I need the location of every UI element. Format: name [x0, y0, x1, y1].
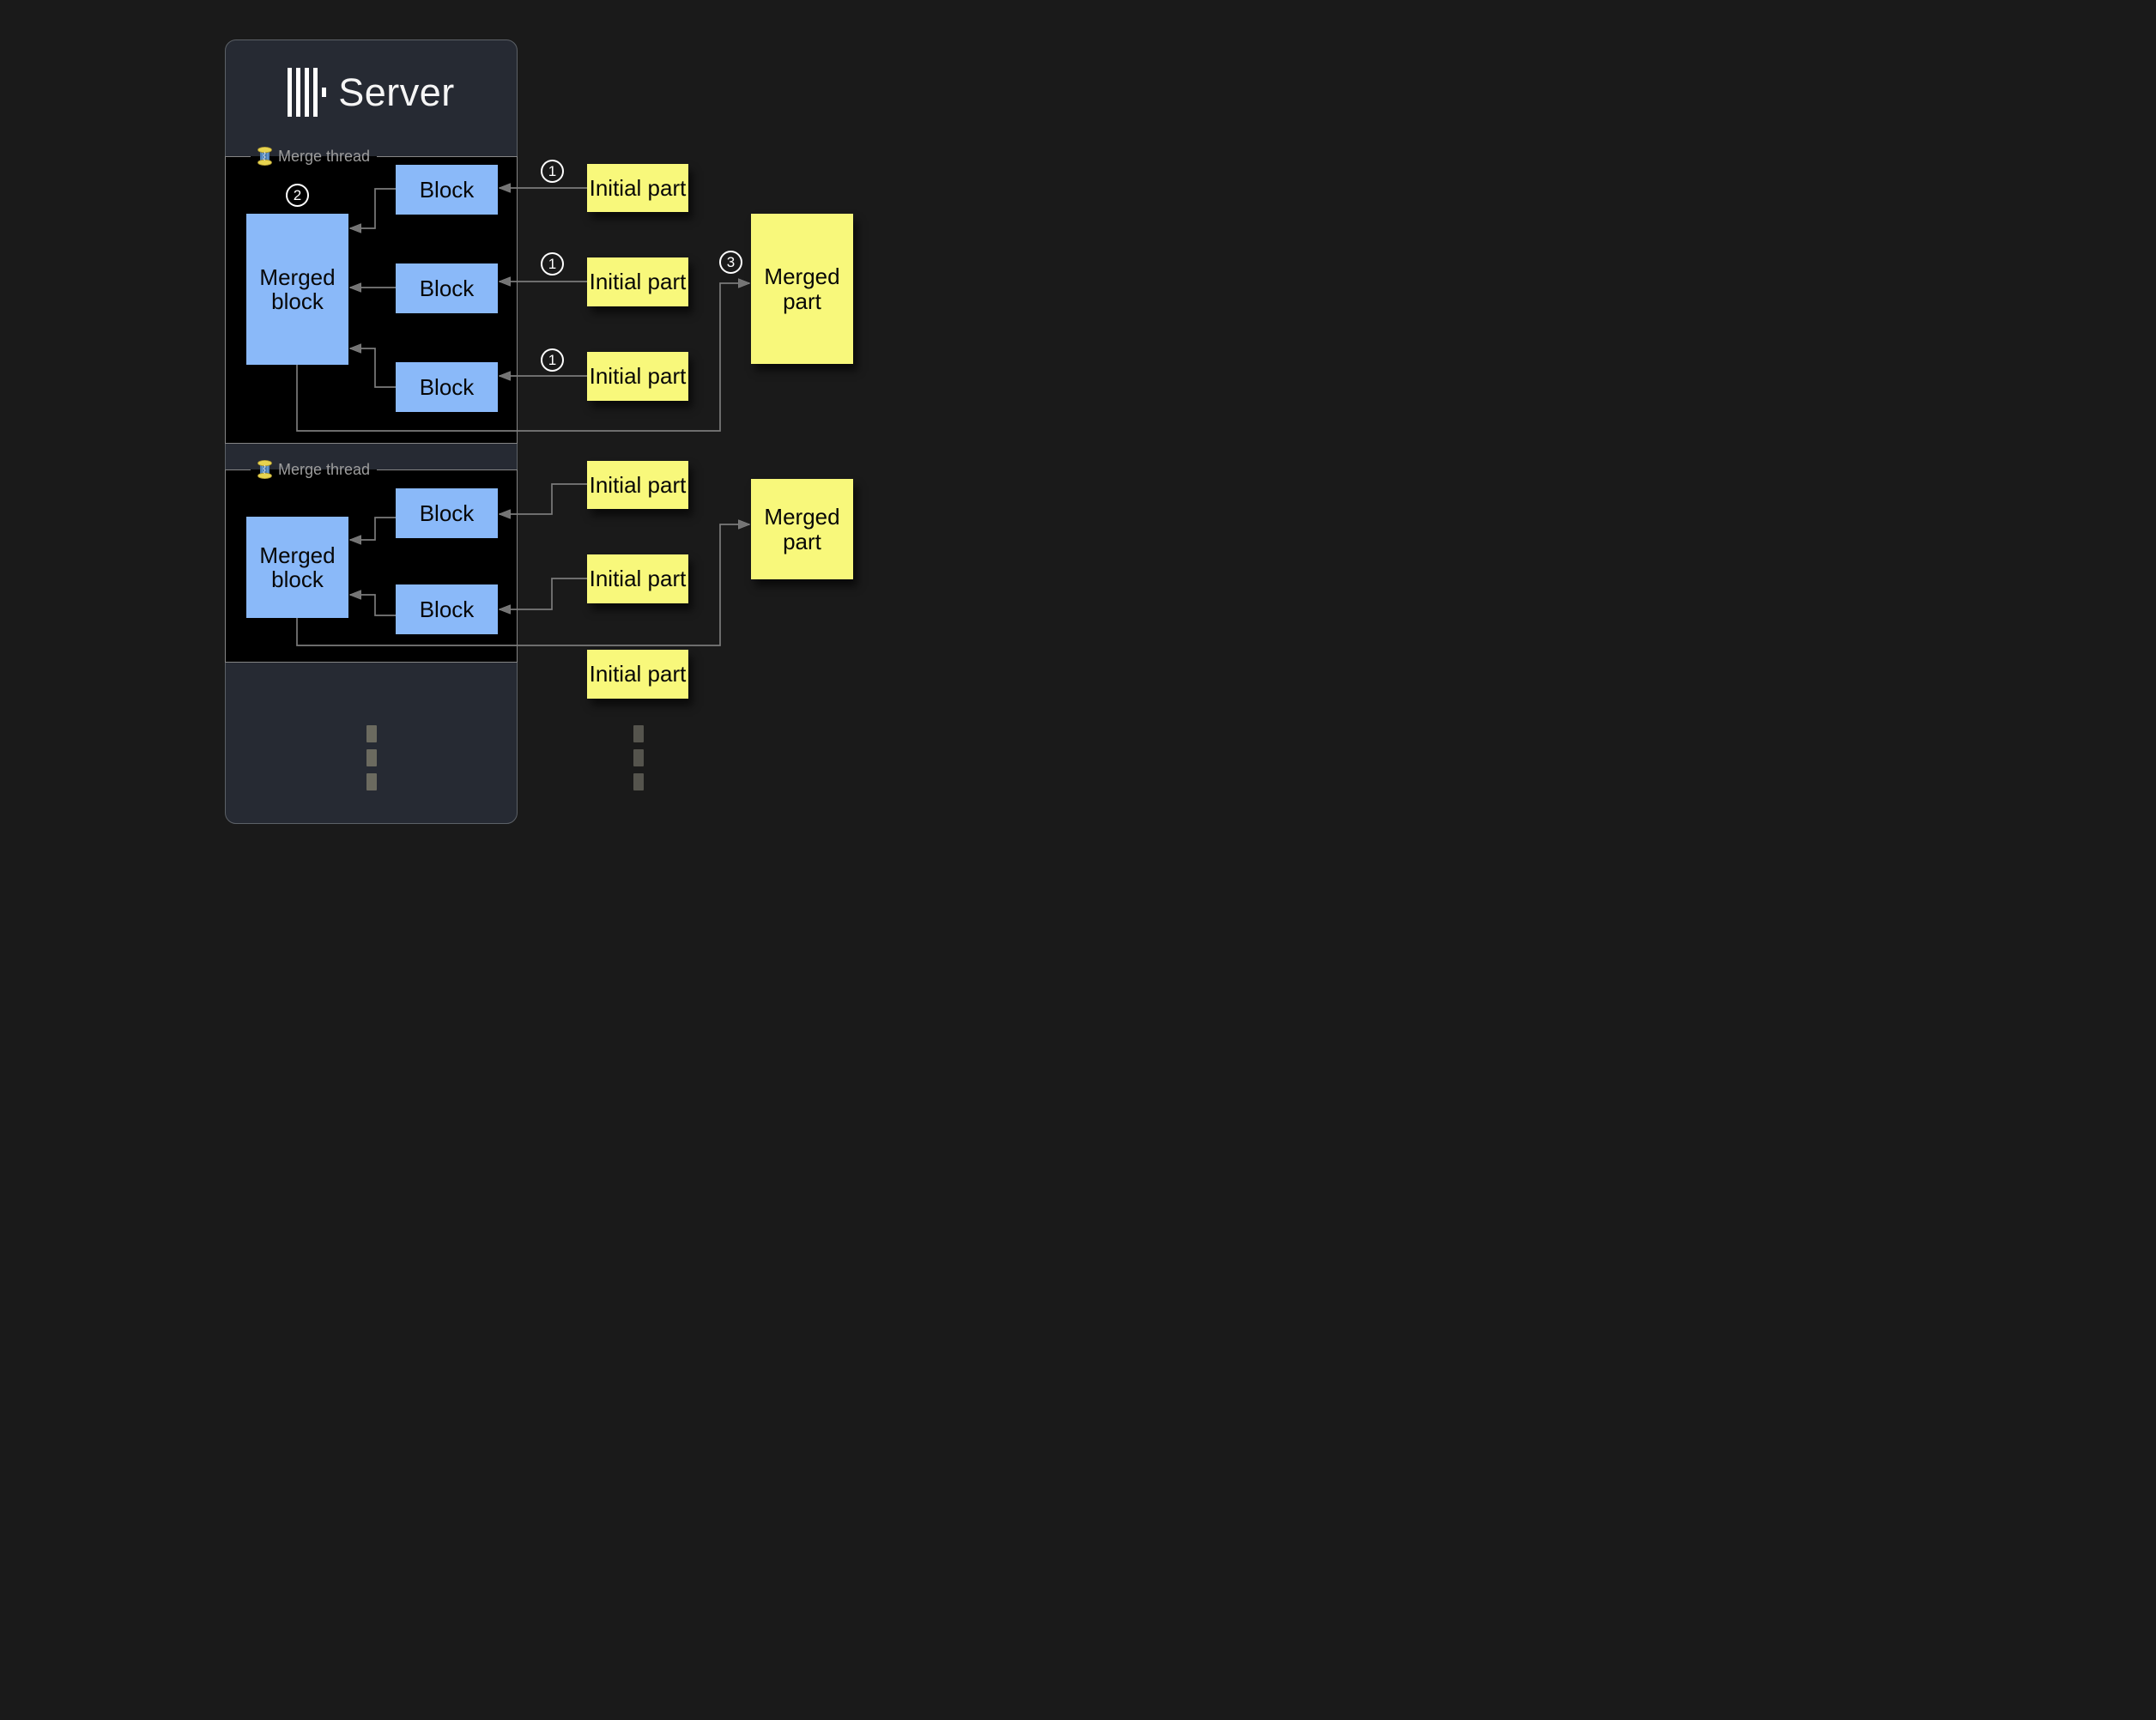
block: Block	[396, 584, 498, 634]
merge-thread-label: Merge thread	[278, 460, 371, 478]
block: Block	[396, 263, 498, 313]
initial-part: Initial part	[587, 461, 688, 509]
step-badge-load: 1	[541, 252, 564, 276]
merged-block: Merged block	[246, 517, 348, 618]
merge-thread-label: Merge thread	[278, 147, 371, 165]
step-badge-load: 1	[541, 348, 564, 372]
block: Block	[396, 488, 498, 538]
server-header: Server	[225, 68, 518, 117]
initial-part-pending: Initial part	[587, 650, 688, 699]
step-badge-merge: 2	[286, 184, 309, 207]
step-badge-load: 1	[541, 160, 564, 183]
thread-spool-icon	[257, 460, 272, 479]
server-ellipsis-dots	[366, 725, 377, 797]
merge-diagram: Server Merge thread Merge thread	[0, 0, 1078, 860]
step-badge-emit: 3	[719, 251, 742, 274]
parts-ellipsis-dots	[633, 725, 644, 797]
server-title: Server	[338, 70, 455, 114]
merge-thread-legend-2: Merge thread	[251, 459, 378, 480]
merged-block: Merged block	[246, 214, 348, 365]
thread-spool-icon	[257, 147, 272, 166]
connector-lines	[296, 0, 1078, 646]
initial-part: Initial part	[587, 554, 688, 603]
clickhouse-logo-icon	[288, 68, 327, 117]
initial-part: Initial part	[587, 164, 688, 212]
block: Block	[396, 362, 498, 412]
initial-part: Initial part	[587, 352, 688, 401]
merge-thread-legend-1: Merge thread	[251, 146, 378, 167]
initial-part: Initial part	[587, 257, 688, 306]
merged-part: Merged part	[751, 479, 853, 579]
merged-part: Merged part	[751, 214, 853, 364]
block: Block	[396, 165, 498, 215]
